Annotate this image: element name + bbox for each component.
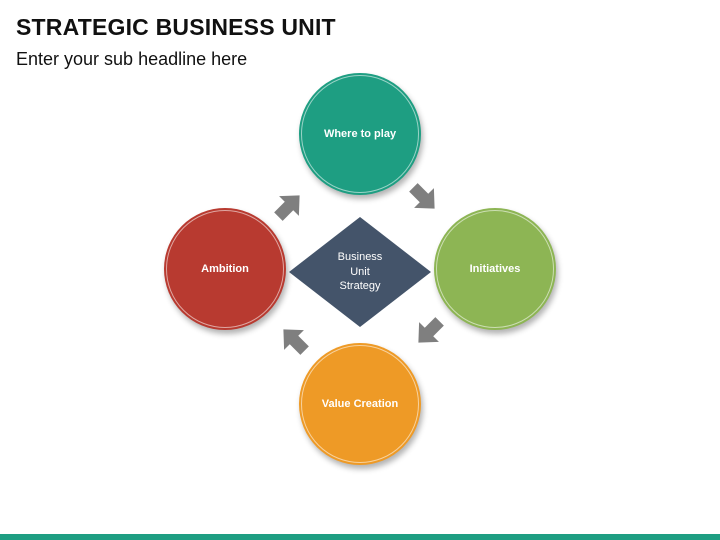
footer-bar — [0, 534, 720, 540]
center-diamond: Business Unit Strategy — [289, 217, 431, 327]
node-label: Initiatives — [469, 263, 521, 275]
block-arrow-icon — [409, 183, 435, 209]
node-ambition: Ambition — [164, 208, 286, 330]
node-label: Ambition — [201, 263, 249, 275]
center-label-line: Business — [337, 251, 383, 264]
node-where-to-play: Where to play — [299, 73, 421, 195]
block-arrow-icon — [283, 329, 309, 355]
page-subtitle: Enter your sub headline here — [16, 49, 248, 69]
node-initiatives: Initiatives — [434, 208, 556, 330]
node-label: Value Creation — [321, 398, 399, 410]
center-label: Business Unit Strategy — [289, 217, 431, 327]
center-label-line: Unit — [350, 265, 370, 278]
diamond-shape — [289, 217, 431, 327]
node-label: Where to play — [323, 128, 397, 140]
page-title: STRATEGIC BUSINESS UNIT — [16, 14, 336, 40]
block-arrow-icon — [418, 317, 444, 343]
center-label-line: Strategy — [339, 280, 381, 293]
node-value-creation: Value Creation — [299, 343, 421, 465]
block-arrow-icon — [274, 195, 300, 221]
